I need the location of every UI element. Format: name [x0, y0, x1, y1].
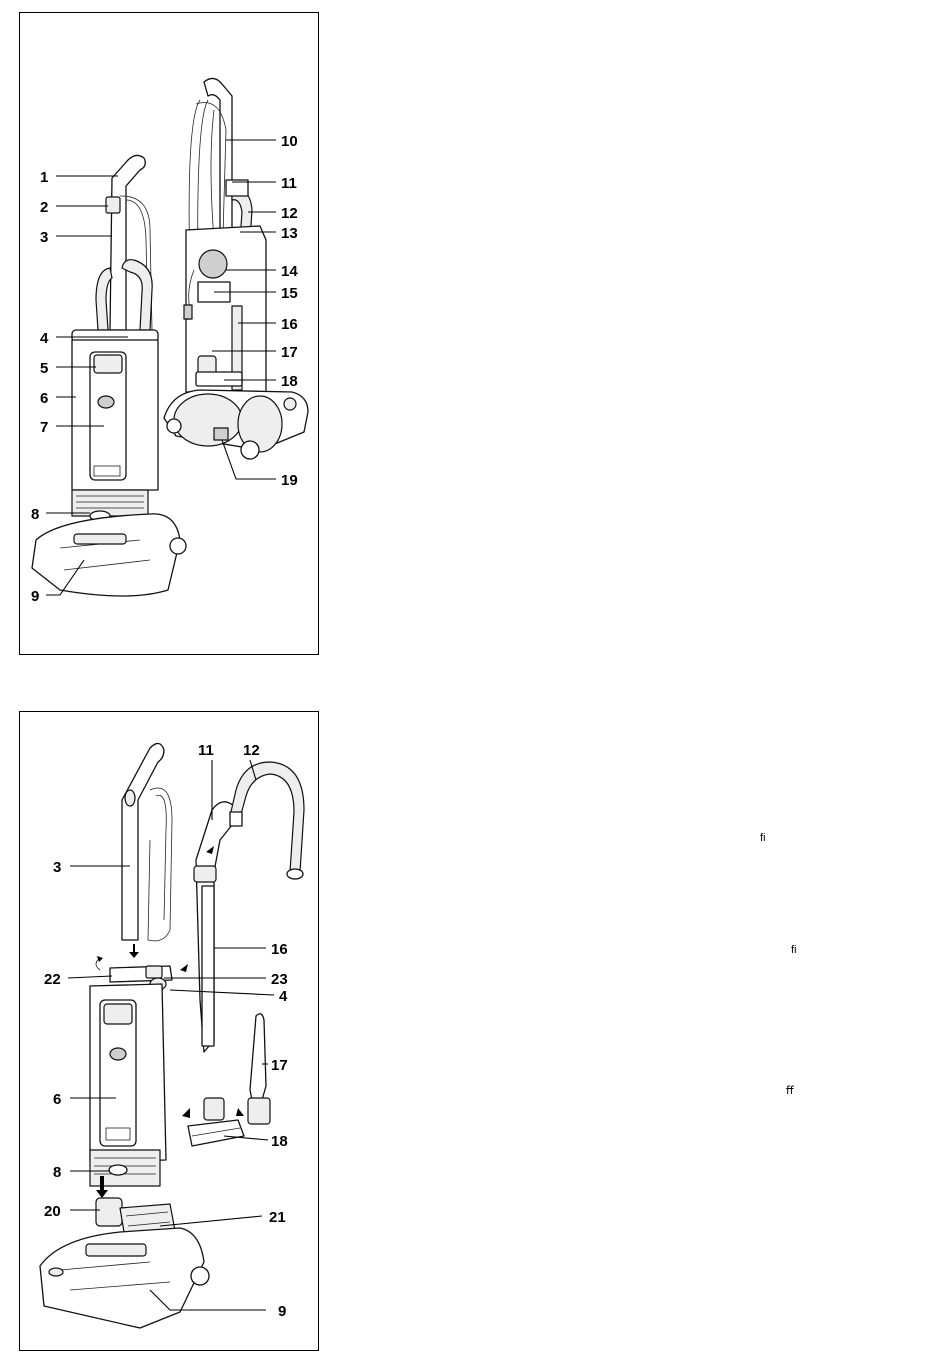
callout-10: 10 [281, 133, 298, 150]
callout-12: 12 [281, 205, 298, 222]
callout-16: 16 [281, 316, 298, 333]
callout-3: 3 [40, 229, 48, 246]
figure-2-frame [19, 711, 319, 1351]
callout-18: 18 [281, 373, 298, 390]
callout-8: 8 [31, 506, 39, 523]
callout-17: 17 [281, 344, 298, 361]
callout-19: 19 [281, 472, 298, 489]
callout-9: 9 [31, 588, 39, 605]
callout-11: 11 [281, 175, 297, 192]
callout-15: 15 [281, 285, 298, 302]
stray-glyph: ﬁ [760, 832, 766, 844]
callout-7: 7 [40, 419, 48, 436]
vacuum-front-illustration [32, 155, 186, 596]
callout-6: 6 [40, 390, 48, 407]
callout-5: 5 [40, 360, 48, 377]
stray-glyph: ﬀ [786, 1084, 794, 1097]
callout-13: 13 [281, 225, 298, 242]
callout-14: 14 [281, 263, 298, 280]
callout-1: 1 [40, 169, 48, 186]
stray-glyph: ﬁ [791, 944, 797, 956]
callout-4: 4 [40, 330, 49, 347]
callout-2: 2 [40, 199, 48, 216]
